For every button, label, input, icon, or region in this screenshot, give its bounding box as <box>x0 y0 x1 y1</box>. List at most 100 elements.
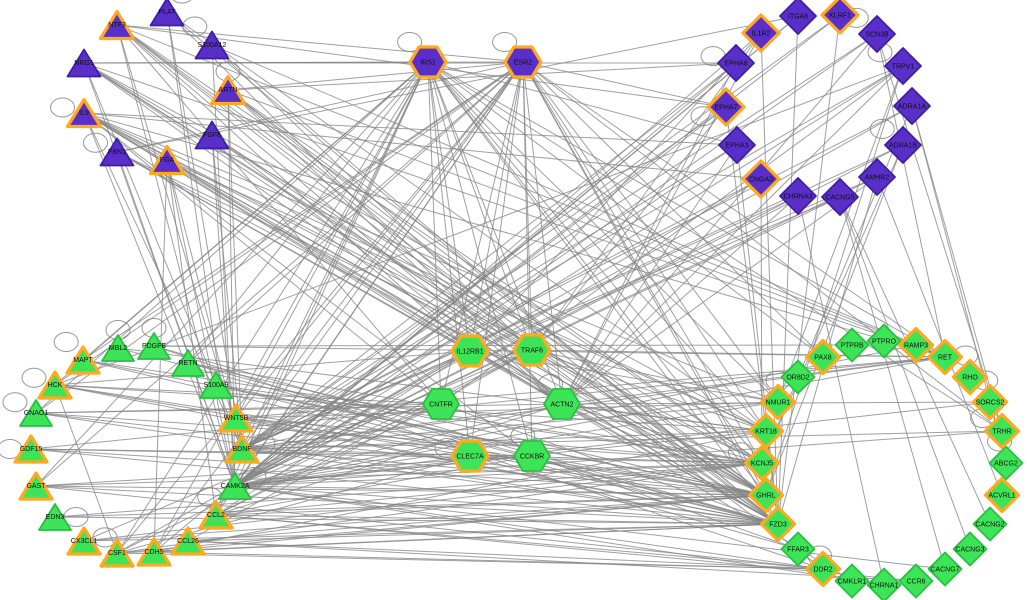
node-ADRA1B[interactable] <box>884 126 922 164</box>
node-PTPRO[interactable] <box>866 323 902 359</box>
node-CACNG3[interactable] <box>952 531 988 567</box>
node-IL12RB1[interactable] <box>450 334 490 368</box>
node-FBN1[interactable] <box>99 137 135 167</box>
node-CCL2[interactable] <box>198 500 234 530</box>
node-CMKLR1[interactable] <box>834 563 870 599</box>
node-PDGFB[interactable] <box>137 332 171 360</box>
node-NRG1[interactable] <box>66 48 102 78</box>
node-CNTFR[interactable] <box>422 388 460 420</box>
node-EDN3[interactable] <box>38 503 72 531</box>
edge-WNT5B-FZD3 <box>235 417 779 525</box>
node-SCN3B[interactable] <box>858 15 896 53</box>
node-CACNG2[interactable] <box>972 506 1008 542</box>
node-PTPRB[interactable] <box>834 327 870 363</box>
node-TRAF6[interactable] <box>512 333 552 367</box>
node-ACTN2[interactable] <box>543 388 581 420</box>
node-CLEC7A[interactable] <box>450 439 490 473</box>
node-EPHA7[interactable] <box>706 87 746 127</box>
node-ESR2[interactable] <box>503 45 543 79</box>
node-CNGA3[interactable] <box>741 159 781 199</box>
node-FGF6[interactable] <box>194 120 230 150</box>
node-KRT18[interactable] <box>747 412 785 450</box>
node-ITGA8[interactable] <box>779 0 817 35</box>
edge-EPHA8-ACTN2 <box>561 62 737 405</box>
edge-IL9-CAMK2A <box>83 112 236 487</box>
edge-GNAO1-GHRL <box>35 412 767 496</box>
self-loop-ADRA1B <box>869 118 895 139</box>
node-NTF3[interactable] <box>98 9 136 41</box>
node-RHO[interactable] <box>951 358 989 396</box>
node-CDH5[interactable] <box>136 537 172 567</box>
node-S100A9[interactable] <box>199 371 233 399</box>
node-CHRNA3[interactable] <box>779 177 817 215</box>
node-ARTN[interactable] <box>209 74 247 106</box>
node-HCK[interactable] <box>37 370 73 400</box>
edge-AMHR2-ACVRL1 <box>876 176 1003 496</box>
node-CCL26[interactable] <box>170 526 206 556</box>
edge-EDN3-FZD3 <box>54 516 779 525</box>
node-MBL2[interactable] <box>101 334 135 362</box>
node-GHRL[interactable] <box>747 476 785 514</box>
node-WNT5B[interactable] <box>218 403 254 433</box>
edge-CCL2-CCR6 <box>215 514 917 582</box>
edge-ESR2-WNT5B <box>235 61 524 419</box>
node-RAMP3[interactable] <box>897 326 935 364</box>
edge-CHRNA3-CHRNA1 <box>797 195 885 586</box>
node-OR8D2[interactable] <box>780 359 816 395</box>
node-CACNG5[interactable] <box>821 178 859 216</box>
node-PLAT[interactable] <box>149 0 185 27</box>
node-GNAO1[interactable] <box>19 399 53 427</box>
node-RETN[interactable] <box>171 349 205 377</box>
node-TRHR[interactable] <box>983 412 1021 450</box>
edge-TRPV1-NMUR1 <box>777 65 904 403</box>
edge-BDNF-RET <box>241 356 946 450</box>
edge-IL12RB1-GHRL <box>469 350 767 496</box>
node-DDR2[interactable] <box>804 550 842 588</box>
node-S100A12[interactable] <box>194 30 230 60</box>
edge-ESR2-CSF1 <box>116 61 524 554</box>
node-PAX8[interactable] <box>804 338 842 376</box>
node-GAST[interactable] <box>18 471 54 501</box>
node-CSF1[interactable] <box>99 538 135 568</box>
self-loop-CX3CL1 <box>92 527 118 548</box>
edge-NTF3-RET <box>116 24 946 358</box>
node-ABCG2[interactable] <box>988 445 1024 481</box>
node-CACNG7[interactable] <box>927 551 963 587</box>
edge-CHRNA3-ACTN2 <box>561 195 799 405</box>
node-CCR6[interactable] <box>898 563 934 599</box>
node-NMUR1[interactable] <box>759 383 797 421</box>
node-MAPT[interactable] <box>65 345 101 375</box>
edge-WNT5B-KCNJ5 <box>235 417 763 464</box>
node-FZD3[interactable] <box>759 505 797 543</box>
edge-WNT5B-GHRL <box>235 417 767 496</box>
node-AMHR2[interactable] <box>858 158 896 196</box>
node-CAMK2A[interactable] <box>218 472 252 500</box>
node-FGA[interactable] <box>148 144 186 176</box>
node-CX3CL1[interactable] <box>66 526 102 556</box>
edge-SCN3B-BDNF <box>241 33 878 450</box>
node-GDF15[interactable] <box>13 434 49 464</box>
node-IL1R2[interactable] <box>741 13 781 53</box>
node-BDNF[interactable] <box>224 434 260 464</box>
node-EPHA8[interactable] <box>717 44 755 82</box>
node-CHRNA1[interactable] <box>866 567 902 600</box>
edge-IRS1-GAST <box>35 61 429 487</box>
node-IL9[interactable] <box>65 97 103 129</box>
node-ADRA1A[interactable] <box>893 87 931 125</box>
node-CCKBR[interactable] <box>513 440 551 472</box>
edge-EPHA8-BDNF <box>241 62 737 450</box>
node-RET[interactable] <box>926 338 964 376</box>
node-FFAR3[interactable] <box>780 531 816 567</box>
edge-PLAT-ACTN2 <box>166 11 563 405</box>
node-KCNJ5[interactable] <box>743 444 781 482</box>
edge-IL12RB1-BDNF <box>241 350 471 450</box>
node-EPHA3[interactable] <box>718 126 756 164</box>
node-SORCS2[interactable] <box>971 383 1009 421</box>
node-TRPV1[interactable] <box>884 47 922 85</box>
edge-GAST-GHRL <box>35 485 767 496</box>
node-ACVRL1[interactable] <box>983 476 1021 514</box>
edge-IRS1-IL12RB1 <box>427 61 471 352</box>
node-IRS1[interactable] <box>408 45 448 79</box>
edge-ESR2-GAST <box>35 61 524 487</box>
node-KLRF1[interactable] <box>820 0 860 35</box>
